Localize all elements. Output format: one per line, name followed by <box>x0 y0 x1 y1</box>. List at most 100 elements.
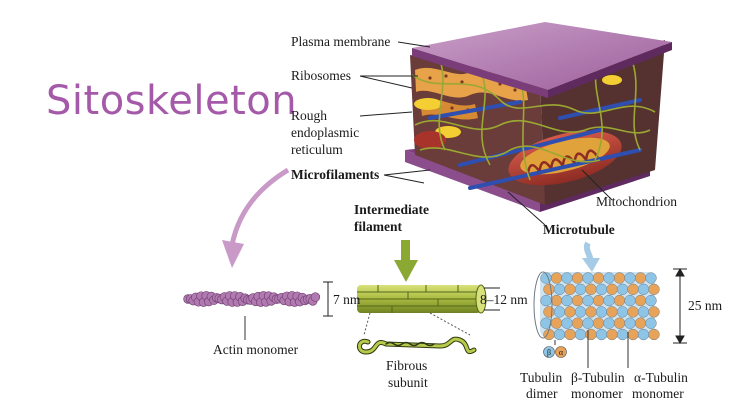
beta-tubulin-sphere <box>592 294 605 307</box>
alpha-tubulin-sphere <box>603 294 615 307</box>
alpha-tubulin-sphere <box>595 328 608 341</box>
alpha-tubulin-sphere <box>561 317 573 329</box>
fibrous-subunit <box>357 336 477 355</box>
cell-block <box>405 22 672 212</box>
alpha-tubulin-sphere <box>637 306 650 318</box>
beta-tubulin-sphere <box>613 317 626 329</box>
label-ribosomes: Ribosomes <box>291 68 351 83</box>
actin-filament <box>183 291 321 307</box>
dim-actin: 7 nm <box>333 292 361 307</box>
beta-tubulin-sphere <box>585 283 597 295</box>
alpha-tubulin-sphere <box>561 272 573 284</box>
alpha-tubulin-sphere <box>553 283 566 295</box>
microtubule-cylinder <box>533 271 660 341</box>
label-intermediate-2: filament <box>354 219 402 234</box>
beta-tubulin-sphere <box>592 272 605 284</box>
alpha-tubulin-sphere <box>645 294 657 307</box>
beta-tubulin-sphere <box>550 272 563 284</box>
microfilament-arrow <box>229 167 290 246</box>
alpha-tubulin-sphere <box>582 272 594 284</box>
beta-tubulin-sphere <box>648 328 660 341</box>
beta-tubulin-sphere <box>543 283 555 295</box>
label-mitochondrion: Mitochondrion <box>596 194 677 209</box>
plasma-membrane-sheet <box>412 22 672 90</box>
alpha-tubulin-sphere <box>582 294 594 307</box>
beta-tubulin-sphere <box>648 283 660 295</box>
alpha-tubulin-sphere <box>616 283 629 295</box>
alpha-tubulin-sphere <box>595 283 608 295</box>
label-actin-monomer: Actin monomer <box>213 342 299 357</box>
alpha-tubulin-sphere <box>616 328 629 341</box>
beta-tubulin-sphere <box>571 317 584 329</box>
beta-tubulin-sphere <box>564 328 576 341</box>
label-rough-er-1: Rough <box>291 108 327 123</box>
intermediate-filament-rod <box>357 284 487 314</box>
beta-tubulin-sphere <box>571 272 584 284</box>
tubulin-dimer-icon: β α <box>543 346 567 358</box>
beta-tubulin-sphere <box>613 272 626 284</box>
beta-tubulin-sphere <box>648 306 660 318</box>
alpha-tubulin-sphere <box>603 272 615 284</box>
beta-tubulin-sphere <box>592 317 605 329</box>
beta-tubulin-sphere <box>564 306 576 318</box>
label-fibrous-1: Fibrous <box>386 358 427 373</box>
label-fibrous-2: subunit <box>388 375 428 390</box>
alpha-tubulin-sphere <box>553 306 566 318</box>
beta-tubulin-sphere <box>627 328 639 341</box>
alpha-tubulin-sphere <box>561 294 573 307</box>
beta-tubulin-sphere <box>550 294 563 307</box>
dimension-markers <box>323 267 687 345</box>
beta-tubulin-sphere <box>585 328 597 341</box>
alpha-tubulin-sphere <box>616 306 629 318</box>
beta-tubulin-sphere <box>571 294 584 307</box>
beta-tubulin-sphere <box>634 272 647 284</box>
dim-microtubule: 25 nm <box>688 298 723 313</box>
alpha-tubulin-sphere <box>603 317 615 329</box>
alpha-tubulin-sphere <box>540 294 552 307</box>
alpha-tubulin-sphere <box>637 328 650 341</box>
alpha-tubulin-sphere <box>637 283 650 295</box>
beta-tubulin-sphere <box>627 306 639 318</box>
label-alpha-tubulin-1: α-Tubulin <box>634 370 688 385</box>
label-microfilaments: Microfilaments <box>291 167 379 182</box>
alpha-tubulin-sphere <box>574 283 587 295</box>
beta-tubulin-sphere <box>634 294 647 307</box>
page-title: Sitoskeleton <box>46 78 298 124</box>
label-intermediate-1: Intermediate <box>354 202 429 217</box>
label-alpha-tubulin-2: monomer <box>632 386 684 401</box>
label-rough-er-3: reticulum <box>291 142 343 157</box>
beta-symbol: β <box>547 348 551 357</box>
beta-tubulin-sphere <box>606 328 618 341</box>
alpha-tubulin-sphere <box>624 317 636 329</box>
alpha-tubulin-sphere <box>553 328 566 341</box>
intermediate-arrow <box>401 240 410 262</box>
label-beta-tubulin-1: β-Tubulin <box>571 370 625 385</box>
beta-tubulin-sphere <box>627 283 639 295</box>
tubulin-leaders <box>554 330 629 368</box>
microtubule-end-cap <box>533 271 553 339</box>
alpha-tubulin-sphere <box>595 306 608 318</box>
alpha-tubulin-sphere <box>582 317 594 329</box>
alpha-tubulin-sphere <box>574 306 587 318</box>
beta-tubulin-sphere <box>543 306 555 318</box>
label-tubulin-dimer-2: dimer <box>526 386 558 401</box>
vesicle <box>414 98 442 110</box>
dim-intermediate: 8–12 nm <box>480 292 528 307</box>
beta-tubulin-sphere <box>564 283 576 295</box>
label-plasma-membrane: Plasma membrane <box>291 34 390 49</box>
alpha-tubulin-sphere <box>574 328 587 341</box>
beta-tubulin-sphere <box>585 306 597 318</box>
beta-tubulin-sphere <box>613 294 626 307</box>
alpha-tubulin-sphere <box>624 294 636 307</box>
leader-lines <box>359 41 613 226</box>
label-microtubule: Microtubule <box>543 222 615 237</box>
beta-tubulin-sphere <box>606 283 618 295</box>
beta-tubulin-sphere <box>606 306 618 318</box>
label-tubulin-dimer-1: Tubulin <box>520 370 563 385</box>
beta-tubulin-sphere <box>634 317 647 329</box>
alpha-symbol: α <box>559 348 564 357</box>
actin-monomer-bead <box>310 292 321 302</box>
label-rough-er-2: endoplasmic <box>291 125 359 140</box>
